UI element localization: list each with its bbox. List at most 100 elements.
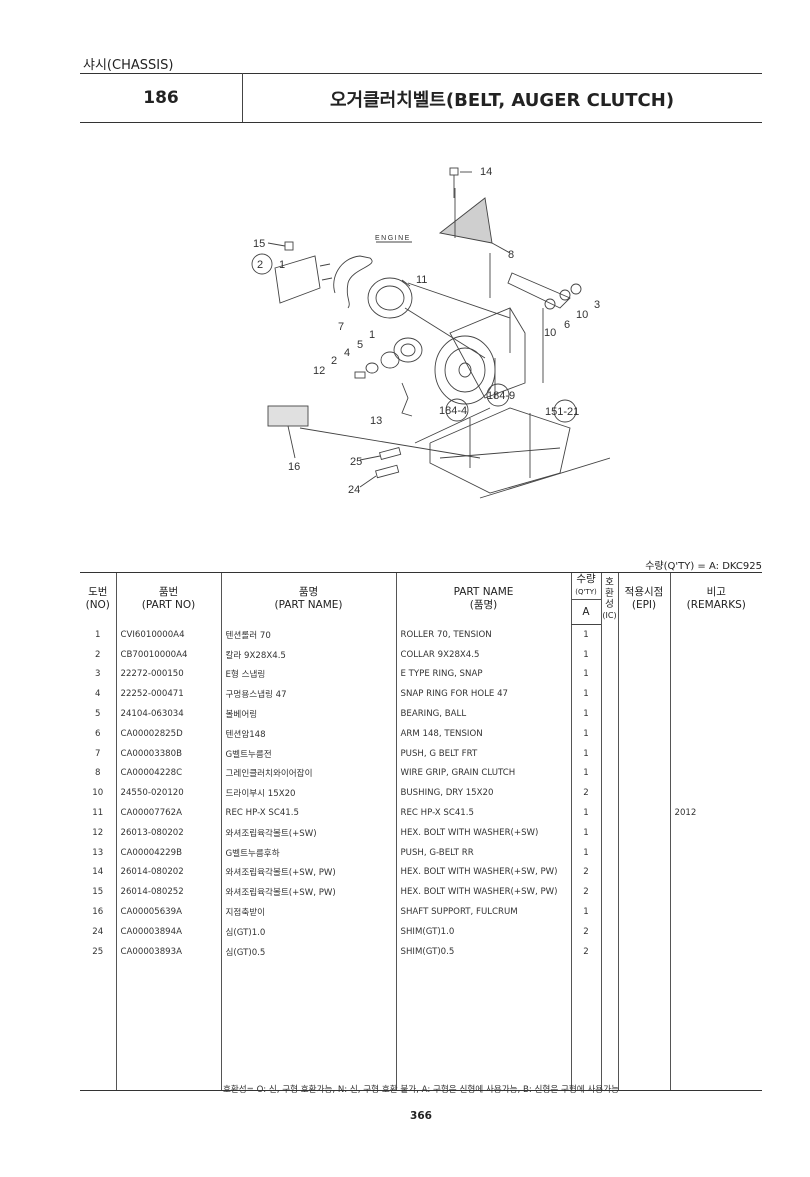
cell-ic bbox=[600, 664, 618, 685]
tension-arm-drawing bbox=[507, 272, 582, 383]
cell-name-ko: 지점축받이 bbox=[220, 902, 396, 922]
cell-part-no: CA00003380B bbox=[115, 743, 221, 764]
cell-remarks bbox=[669, 743, 762, 764]
cell-no: 25 bbox=[92, 946, 104, 957]
cell-part-no: CA00004229B bbox=[115, 842, 221, 863]
cell-name-ko: G벨트누름후하 bbox=[220, 842, 396, 863]
cell-name-en: PUSH, G BELT FRT bbox=[395, 743, 571, 764]
cell-ic bbox=[600, 862, 618, 883]
cell-epi bbox=[617, 902, 670, 922]
cell-remarks bbox=[669, 862, 762, 883]
cell-qty: 2 bbox=[570, 783, 601, 804]
cell-qty: 1 bbox=[570, 902, 601, 922]
cell-remarks bbox=[669, 704, 762, 724]
cell-no: 4 bbox=[95, 689, 101, 700]
cell-name-ko: 구멍용스냅링 47 bbox=[220, 684, 396, 705]
cell-remarks: 2012 bbox=[669, 803, 762, 823]
cell-epi bbox=[617, 743, 670, 764]
cell-part-no: 26013-080202 bbox=[115, 822, 221, 843]
cell-ic bbox=[600, 704, 618, 724]
cell-part-no: 26014-080202 bbox=[115, 862, 221, 883]
col-qty-a: A bbox=[570, 599, 601, 625]
cell-ic bbox=[600, 882, 618, 903]
col-remarks: 비고(REMARKS) bbox=[669, 572, 762, 625]
cell-name-en: HEX. BOLT WITH WASHER(+SW, PW) bbox=[395, 862, 571, 883]
cell-name-ko: 텐션롤러 70 bbox=[220, 624, 396, 645]
callout-2: 2 bbox=[257, 259, 263, 271]
callout-7: 7 bbox=[338, 321, 344, 333]
cell-name-en: PUSH, G-BELT RR bbox=[395, 842, 571, 863]
cell-name-ko: 그레인클러치와이어잡이 bbox=[220, 763, 396, 784]
belt-push-drawing bbox=[333, 255, 373, 309]
callout-151-21: 151-21 bbox=[545, 406, 579, 418]
empty-cell bbox=[600, 961, 618, 1091]
cell-remarks bbox=[669, 664, 762, 685]
cell-qty: 2 bbox=[570, 941, 601, 962]
callout-14: 14 bbox=[480, 166, 492, 178]
cell-name-en: SHIM(GT)1.0 bbox=[395, 921, 571, 942]
cell-part-no: CA00004228C bbox=[115, 763, 221, 784]
cell-epi bbox=[617, 882, 670, 903]
cell-part-no: CA00002825D bbox=[115, 723, 221, 744]
page-number: 366 bbox=[410, 1110, 432, 1122]
col-part-name: 품명(PART NAME) bbox=[220, 572, 396, 625]
cell-name-en: BUSHING, DRY 15X20 bbox=[395, 783, 571, 804]
cell-no: 7 bbox=[95, 748, 101, 759]
cell-ic bbox=[600, 624, 618, 645]
cell-remarks bbox=[669, 644, 762, 665]
callout-5: 5 bbox=[357, 339, 363, 351]
cell-remarks bbox=[669, 822, 762, 843]
cell-name-ko: 드라이부시 15X20 bbox=[220, 783, 396, 804]
cell-remarks bbox=[669, 763, 762, 784]
cell-name-ko: 와셔조립육각볼트(+SW, PW) bbox=[220, 882, 396, 903]
cell-epi bbox=[617, 842, 670, 863]
cell-name-en: E TYPE RING, SNAP bbox=[395, 664, 571, 685]
cell-no: 8 bbox=[95, 768, 101, 779]
cell-qty: 1 bbox=[570, 684, 601, 705]
cell-qty: 1 bbox=[570, 822, 601, 843]
wire-grip-drawing bbox=[438, 188, 511, 298]
cell-no: 3 bbox=[95, 669, 101, 680]
cell-qty: 1 bbox=[570, 644, 601, 665]
cell-epi bbox=[617, 624, 670, 645]
cell-epi bbox=[617, 941, 670, 962]
cell-epi bbox=[617, 862, 670, 883]
callout-8: 8 bbox=[508, 249, 514, 261]
callout-3: 3 bbox=[594, 299, 600, 311]
empty-cell bbox=[220, 961, 396, 1091]
cell-name-ko: G벨트누름전 bbox=[220, 743, 396, 764]
table-filler-row bbox=[80, 961, 762, 1091]
cell-name-ko: 와셔조립육각볼트(+SW) bbox=[220, 822, 396, 843]
cell-part-no: CA00003894A bbox=[115, 921, 221, 942]
cell-part-no: CA00003893A bbox=[115, 941, 221, 962]
callout-24: 24 bbox=[348, 484, 360, 496]
cell-name-en: ROLLER 70, TENSION bbox=[395, 624, 571, 645]
cell-name-en: ARM 148, TENSION bbox=[395, 723, 571, 744]
callout-6: 6 bbox=[564, 319, 570, 331]
callout-10-b: 10 bbox=[544, 327, 556, 339]
cell-epi bbox=[617, 803, 670, 823]
cell-qty: 1 bbox=[570, 664, 601, 685]
shaft-support-drawing bbox=[267, 405, 309, 459]
gearbox-drawing bbox=[434, 307, 526, 405]
callout-10: 10 bbox=[576, 309, 588, 321]
cell-epi bbox=[617, 704, 670, 724]
callout-1-b: 1 bbox=[369, 329, 375, 341]
callout-184-4: 184-4 bbox=[439, 405, 467, 417]
page-code: 186 bbox=[143, 88, 179, 108]
cell-ic bbox=[600, 803, 618, 823]
cell-name-ko: 볼베어링 bbox=[220, 704, 396, 724]
cell-remarks bbox=[669, 684, 762, 705]
col-qty: 수량(Q'TY) bbox=[570, 572, 601, 600]
empty-cell bbox=[80, 961, 116, 1091]
empty-cell bbox=[669, 961, 762, 1091]
tension-roller-drawing bbox=[354, 337, 423, 379]
cell-ic bbox=[600, 684, 618, 705]
cell-epi bbox=[617, 783, 670, 804]
cell-qty: 1 bbox=[570, 743, 601, 764]
